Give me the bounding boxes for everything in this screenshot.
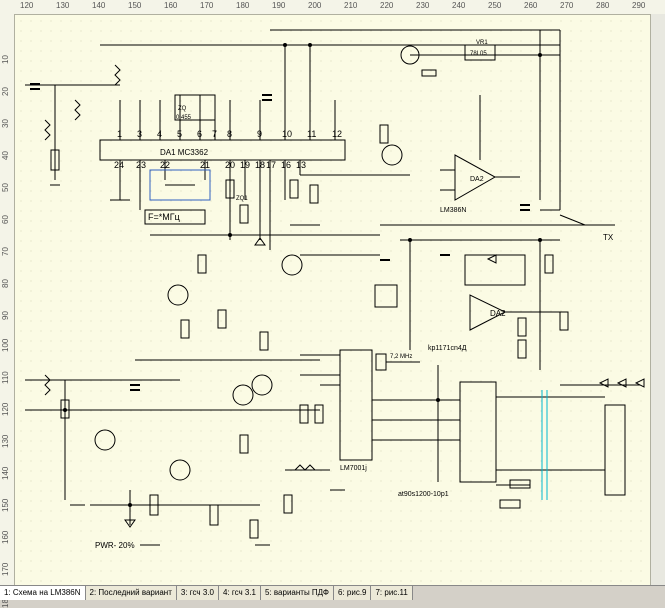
top-ruler-tick: 130: [56, 1, 70, 10]
pwr-label: PWR- 20%: [95, 541, 135, 550]
da1-pin-number: 20: [225, 160, 235, 170]
lm386-label: LM386N: [440, 207, 466, 214]
sheet-tab[interactable]: 3: гсч 3.0: [176, 586, 219, 600]
left-ruler-tick: 10: [1, 55, 10, 64]
zq-freq-label: 0.455: [176, 115, 192, 121]
left-ruler-tick: 20: [1, 87, 10, 96]
freq-label: F=*МГц: [148, 212, 180, 222]
da1-pin-number: 19: [240, 160, 250, 170]
da1-pin-number: 12: [332, 129, 342, 139]
sheet-tab[interactable]: 5: варианты ПДФ: [261, 586, 334, 600]
da1-pin-number: 9: [257, 129, 262, 139]
left-ruler-tick: 60: [1, 215, 10, 224]
da2-label: DA2: [470, 176, 484, 183]
vr1b-label: 78L05: [470, 51, 487, 57]
sheet-tab[interactable]: 6: рис.9: [334, 586, 372, 600]
left-ruler: 10 20 30 40 50 60 70 80 90 100 110 120 130 140 150 160 1…: [0, 14, 15, 608]
left-ruler-tick: 80: [1, 279, 10, 288]
sheet-tab[interactable]: 7: рис.11: [371, 586, 413, 600]
top-ruler: 120 130 140 150 160 170 180 190 200 210 220 230 240 2…: [0, 0, 665, 15]
da1-pin-number: 5: [177, 129, 182, 139]
left-ruler-tick: 100: [1, 338, 10, 352]
schematic-canvas[interactable]: DA1 MC3362 DA2 DA2 LM386N LM7001j at90s1…: [15, 15, 651, 586]
top-ruler-tick: 280: [596, 1, 610, 10]
top-ruler-tick: 150: [128, 1, 142, 10]
da1-pin-number: 18: [255, 160, 265, 170]
sheet-tab[interactable]: 4: гсч 3.1: [218, 586, 261, 600]
da1-pin-number: 21: [200, 160, 210, 170]
left-ruler-tick: 130: [1, 434, 10, 448]
sheet-tab[interactable]: 1: Схема на LM386N: [0, 586, 86, 600]
top-ruler-tick: 230: [416, 1, 430, 10]
da1-pin-number: 16: [281, 160, 291, 170]
da1-pin-number: 24: [114, 160, 124, 170]
vr1-label: VR1: [476, 40, 488, 46]
top-ruler-tick: 210: [344, 1, 358, 10]
da1-pin-number: 10: [282, 129, 292, 139]
vertical-scrollbar[interactable]: [650, 14, 665, 586]
top-ruler-tick: 200: [308, 1, 322, 10]
da1-pin-number: 8: [227, 129, 232, 139]
da1-pin-number: 17: [266, 160, 276, 170]
kp-label: kp1171cn4Д: [428, 345, 467, 352]
left-ruler-tick: 170: [1, 562, 10, 576]
da1-pin-number: 4: [157, 129, 162, 139]
left-ruler-tick: 110: [1, 371, 10, 384]
left-ruler-tick: 40: [1, 151, 10, 160]
schematic-drawing: DA1 MC3362 DA2 DA2 LM386N LM7001j at90s1…: [15, 15, 651, 586]
zq-label: ZQ: [178, 106, 187, 112]
left-ruler-tick: 120: [1, 402, 10, 416]
top-ruler-tick: 120: [20, 1, 34, 10]
da1-pin-number: 7: [212, 129, 217, 139]
da1-pin-number: 11: [307, 129, 316, 139]
lm7001-label: LM7001j: [340, 465, 367, 472]
top-ruler-tick: 240: [452, 1, 466, 10]
da1-pin-number: 6: [197, 129, 202, 139]
top-ruler-tick: 220: [380, 1, 394, 10]
top-ruler-tick: 180: [236, 1, 250, 10]
sheet-tab[interactable]: 2: Последний вариант: [85, 586, 177, 600]
left-ruler-tick: 90: [1, 311, 10, 320]
left-ruler-tick: 140: [1, 466, 10, 480]
da1-pin-number: 23: [136, 160, 146, 170]
left-ruler-tick: 160: [1, 530, 10, 544]
da1-label: DA1 MC3362: [160, 148, 209, 157]
display-chip-label: at90s1200-10p1: [398, 491, 449, 498]
left-ruler-tick: 70: [1, 247, 10, 256]
top-ruler-tick: 250: [488, 1, 502, 10]
top-ruler-tick: 260: [524, 1, 538, 10]
top-ruler-tick: 160: [164, 1, 178, 10]
da1-pin-number: 3: [137, 129, 142, 139]
da1-pin-number: 22: [160, 160, 170, 170]
da2b-label: DA2: [490, 309, 506, 318]
top-ruler-tick: 270: [560, 1, 574, 10]
top-ruler-tick: 290: [632, 1, 646, 10]
da1-pin-number: 13: [296, 160, 306, 170]
top-ruler-tick: 190: [272, 1, 286, 10]
top-ruler-tick: 170: [200, 1, 214, 10]
zq1-label: ZQ1: [236, 196, 248, 202]
left-ruler-tick: 150: [1, 498, 10, 512]
left-ruler-tick: 30: [1, 119, 10, 128]
top-ruler-tick: 140: [92, 1, 106, 10]
xtal-label: 7,2 MHz: [390, 354, 412, 360]
da1-pin-number: 1: [117, 129, 122, 139]
tx-label: TX: [603, 233, 614, 242]
left-ruler-tick: 50: [1, 183, 10, 192]
